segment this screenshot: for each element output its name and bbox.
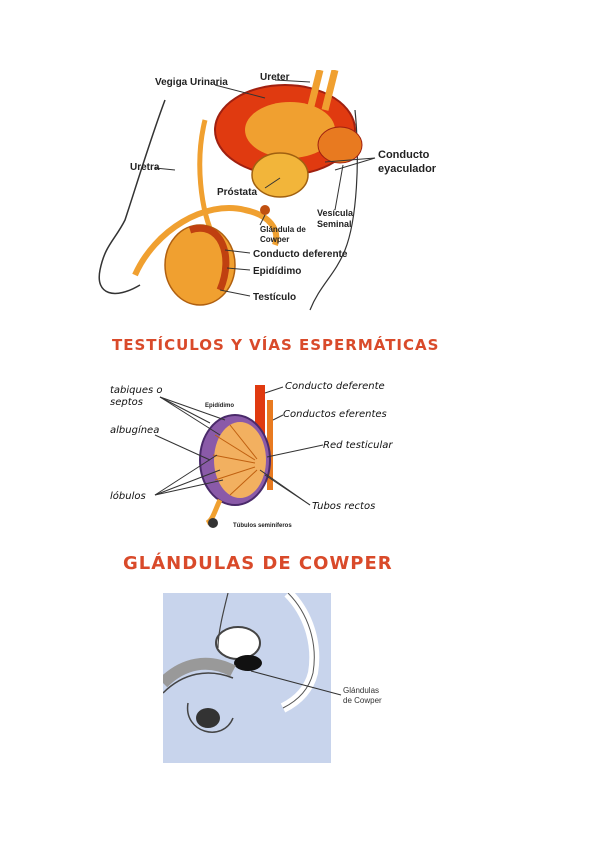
section-title-cowper: GLÁNDULAS DE COWPER [123,553,393,574]
label-lobulos: lóbulos [110,490,146,502]
label-uretra: Uretra [130,162,160,173]
label-albuginea: albugínea [110,424,159,436]
ureter-shape-2 [321,70,339,111]
label-tabiques-2: septos [110,397,143,408]
male-reproductive-diagram: Vegiga Urinaria Ureter Uretra Próstata C… [95,70,455,320]
bladder-inner [245,102,335,158]
label-ureter: Ureter [260,72,290,83]
spine-outline [282,593,315,709]
efferent-ducts-shape [267,400,273,490]
cowper-gland-black [234,655,262,671]
label-testiculo: Testículo [253,292,296,303]
label-vesicula-2: Seminal [317,219,352,229]
leader-lines [154,79,376,297]
penis-outline [163,672,234,694]
label-seminiferos: Túbulos seminíferos [233,523,292,529]
label-glandula-2: Cowper [260,235,289,244]
label-epididimo-2: Epidídimo [205,403,234,409]
ureter-shape [306,70,324,111]
label-deferente-2: Conducto deferente [285,381,385,392]
label-red-testicular: Red testicular [323,440,393,451]
section-title-testiculos: TESTÍCULOS Y VÍAS ESPERMÁTICAS [112,336,440,354]
cowper-svg: Glándulas de Cowper [163,593,382,763]
vas-deferens-shape [197,119,218,242]
label-tubos-rectos: Tubos rectos [312,501,375,512]
body-outline [98,99,166,295]
cowper-gland-shape [260,205,270,215]
leader-lines-2 [154,386,324,506]
label-conducto-eyaculador-2: eyaculador [378,163,437,175]
seminal-vesicle-shape [317,126,363,164]
cowper-diagram: Glándulas de Cowper [163,593,393,763]
label-glandulas-1: Glándulas [343,686,379,695]
label-prostata: Próstata [217,187,257,198]
label-glandula-1: Glándula de [260,225,306,234]
label-vesicula-1: Vesícula [317,208,354,218]
scrotum-outline [187,702,234,733]
body-front-outline [217,593,229,649]
prostate-shape [251,152,309,198]
label-epididimo: Epidídimo [253,266,301,277]
label-glandulas-2: de Cowper [343,696,382,705]
bladder-outline [215,626,261,660]
epididymis-shape [188,224,230,292]
testis-outline [196,708,220,728]
label-conducto-eyaculador-1: Conducto [378,149,430,161]
label-tabiques-1: tabiques o [110,385,163,396]
cowper-leader-line [250,670,342,696]
label-deferente: Conducto deferente [253,249,348,260]
label-vejiga: Vegiga Urinaria [155,77,228,88]
penis-shape [163,657,236,688]
testis-svg: tabiques o septos Epidídimo albugínea ló… [110,381,393,529]
tubule-cross-section [208,518,218,528]
male-reproductive-svg: Vegiga Urinaria Ureter Uretra Próstata C… [98,70,437,311]
septa-lines [212,424,258,496]
urethra-shape [132,205,280,277]
testis-diagram: tabiques o septos Epidídimo albugínea ló… [105,375,405,535]
label-eferentes: Conductos eferentes [283,409,387,420]
